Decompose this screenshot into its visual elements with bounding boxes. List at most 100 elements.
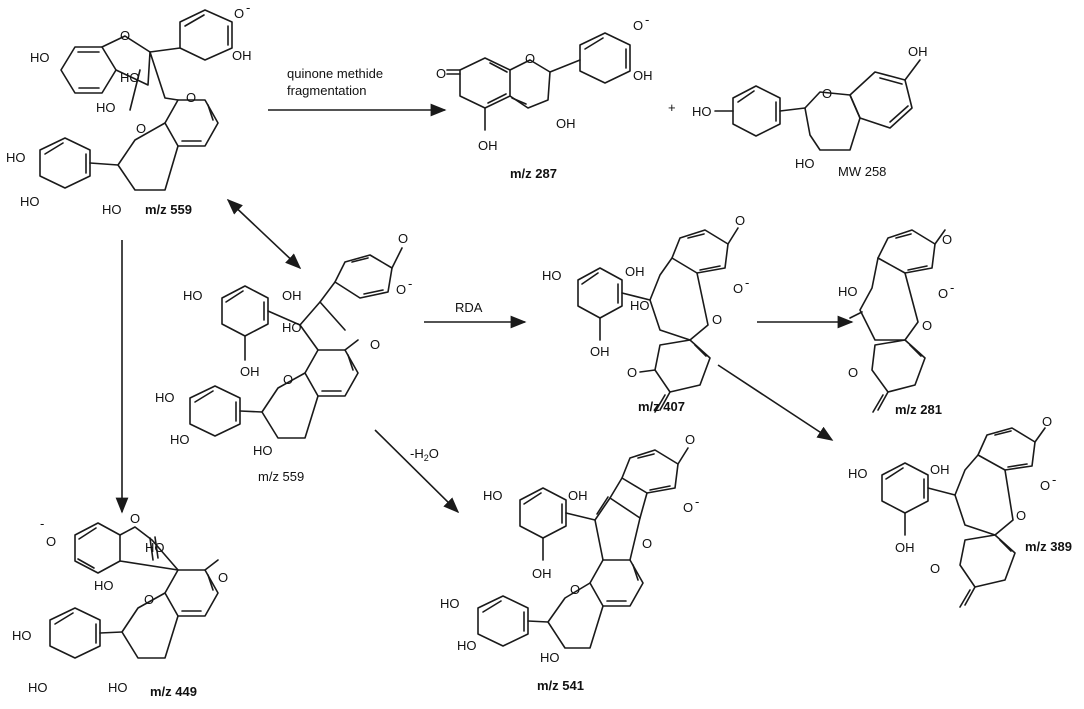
o-label: O <box>130 511 140 526</box>
o-label: O <box>712 312 722 327</box>
label-fragmentation: fragmentation <box>287 83 367 98</box>
o-label: O <box>848 365 858 380</box>
o-minus-label: O <box>1040 478 1050 493</box>
label-mz281: m/z 281 <box>895 402 942 417</box>
o-label: O <box>922 318 932 333</box>
oh-label: HO <box>440 596 460 611</box>
o-minus-label: O <box>938 286 948 301</box>
o-label: O <box>1042 414 1052 429</box>
o-minus-label: O <box>733 281 743 296</box>
oh-label: HO <box>155 390 175 405</box>
o-minus-label: O <box>46 534 56 549</box>
o-label: O <box>930 561 940 576</box>
oh-label: HO <box>120 70 140 85</box>
oh-label: OH <box>908 44 928 59</box>
oh-label: HO <box>6 150 26 165</box>
minus-label: - <box>1052 472 1056 487</box>
oh-label: HO <box>795 156 815 171</box>
structure-mz449 <box>49 522 219 659</box>
oh-label: OH <box>532 566 552 581</box>
label-mz389: m/z 389 <box>1025 539 1072 554</box>
oh-label: HO <box>94 578 114 593</box>
oh-label: HO <box>96 100 116 115</box>
oh-label: HO <box>183 288 203 303</box>
o-label: O <box>1016 508 1026 523</box>
oh-label: OH <box>633 68 653 83</box>
oh-label: HO <box>540 650 560 665</box>
label-mz287: m/z 287 <box>510 166 557 181</box>
oh-label: OH <box>282 288 302 303</box>
oh-label: HO <box>102 202 122 217</box>
o-label: O <box>120 28 130 43</box>
structure-mw258 <box>714 59 921 151</box>
oh-label: HO <box>170 432 190 447</box>
label-mz449: m/z 449 <box>150 684 197 699</box>
structure-mz389 <box>881 427 1046 608</box>
label-mz559-top: m/z 559 <box>145 202 192 217</box>
arrow-bidirectional <box>226 198 302 270</box>
oh-label: OH <box>232 48 252 63</box>
minus-label: - <box>246 0 250 15</box>
o-label: O <box>436 66 446 81</box>
plus-sign: + <box>668 100 676 115</box>
o-label: O <box>283 372 293 387</box>
o-label: O <box>685 432 695 447</box>
minus-label: - <box>408 276 412 291</box>
o-label: O <box>136 121 146 136</box>
oh-label: HO <box>20 194 40 209</box>
o-label: O <box>370 337 380 352</box>
oh-label: OH <box>625 264 645 279</box>
oh-label: HO <box>838 284 858 299</box>
structure-mz281 <box>849 229 946 413</box>
minus-label: - <box>40 516 44 531</box>
o-minus-label: O <box>633 18 643 33</box>
minus-label: - <box>695 494 699 509</box>
oh-label: HO <box>542 268 562 283</box>
o-label: O <box>642 536 652 551</box>
o-label: O <box>144 592 154 607</box>
o-label: O <box>570 582 580 597</box>
label-dehydration: -H2O <box>410 446 439 463</box>
label-mz559-center: m/z 559 <box>258 469 304 484</box>
oh-label: HO <box>630 298 650 313</box>
minus-label: - <box>745 275 749 290</box>
minus-label: - <box>950 280 954 295</box>
oh-label: OH <box>895 540 915 555</box>
structure-mz407 <box>577 227 739 413</box>
o-label: O <box>525 51 535 66</box>
structure-mz559-top <box>39 9 233 191</box>
oh-label: HO <box>282 320 302 335</box>
oh-label: OH <box>556 116 576 131</box>
label-mz407: m/z 407 <box>638 399 685 414</box>
oh-label: HO <box>457 638 477 653</box>
label-mw258: MW 258 <box>838 164 886 179</box>
oh-label: HO <box>30 50 50 65</box>
o-label: O <box>627 365 637 380</box>
o-label: O <box>822 86 832 101</box>
o-label: O <box>942 232 952 247</box>
structure-mz541 <box>477 447 689 649</box>
oh-label: HO <box>145 540 165 555</box>
minus-label: - <box>645 12 649 27</box>
o-minus-label: O <box>683 500 693 515</box>
o-minus-label: O <box>396 282 406 297</box>
oh-label: HO <box>108 680 128 695</box>
oh-label: HO <box>253 443 273 458</box>
arrow-dehydration <box>374 429 460 514</box>
arrow-to-389 <box>717 364 834 441</box>
oh-label: OH <box>568 488 588 503</box>
oh-label: OH <box>240 364 260 379</box>
o-label: O <box>735 213 745 228</box>
label-rda: RDA <box>455 300 483 315</box>
oh-label: OH <box>478 138 498 153</box>
oh-label: HO <box>483 488 503 503</box>
oh-label: OH <box>590 344 610 359</box>
o-label: O <box>398 231 408 246</box>
structure-mz559-center <box>189 247 403 439</box>
o-label: O <box>218 570 228 585</box>
o-label: O <box>186 90 196 105</box>
label-mz541: m/z 541 <box>537 678 584 693</box>
oh-label: HO <box>848 466 868 481</box>
structure-mz287 <box>446 32 631 131</box>
